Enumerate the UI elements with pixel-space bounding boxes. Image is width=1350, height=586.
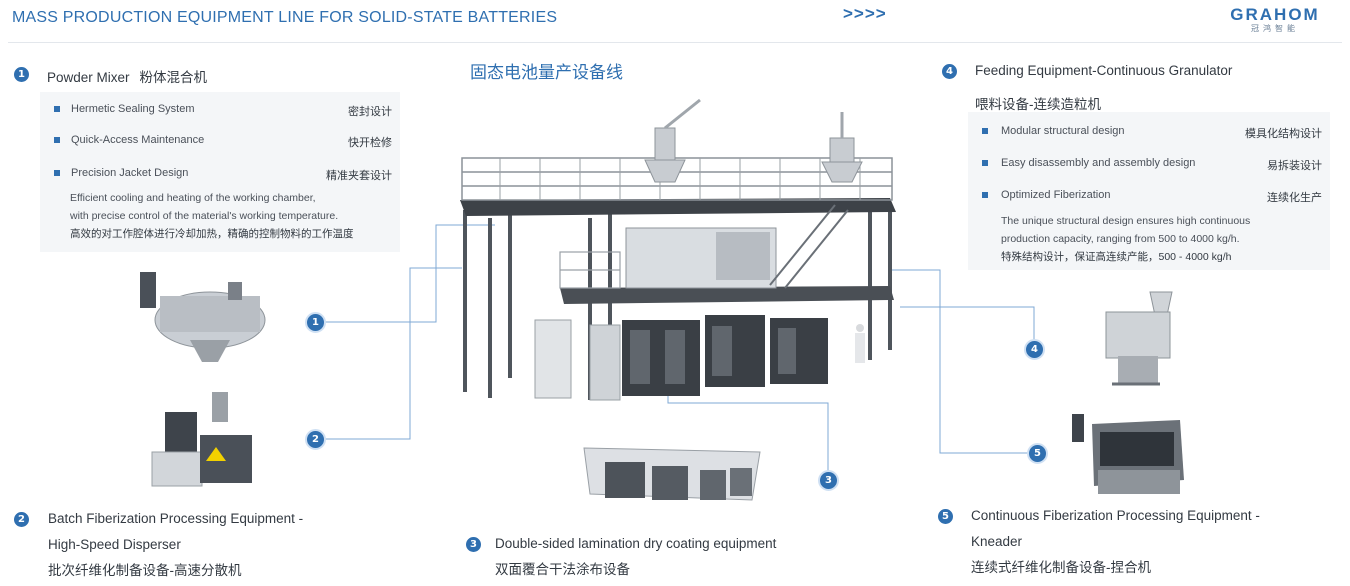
section-3-number: 3 [466,537,481,552]
section-4-feature-2-cn: 易拆装设计 [1267,160,1322,172]
disperser-machine [151,392,252,487]
section-1-feature-3-cn: 精准夹套设计 [326,170,392,182]
section-2-title-cn: 批次纤维化制备设备-高速分散机 [48,563,242,578]
section-1-number: 1 [14,67,29,82]
callout-5-marker: 5 [1027,443,1048,464]
section-5-title-line1: Continuous Fiberization Processing Equip… [971,508,1260,523]
section-4-desc-en-2: production capacity, ranging from 500 to… [1001,233,1240,245]
section-1-feature-2: Quick-Access Maintenance [71,134,205,146]
connector-2 [322,267,462,440]
section-4-panel [968,112,1330,270]
section-5-title: Continuous Fiberization Processing Equip… [971,503,1260,581]
center-title: 固态电池量产设备线 [470,63,623,82]
section-2-title: Batch Fiberization Processing Equipment … [48,506,303,584]
section-5-title-line2: Kneader [971,534,1023,549]
header-divider [8,42,1342,43]
section-4-feature-3-cn: 连续化生产 [1267,192,1322,204]
section-1-desc-en-1: Efficient cooling and heating of the wor… [70,192,316,204]
section-1-desc-en-2: with precise control of the material's w… [70,210,339,222]
section-4-feature-1-cn: 模具化结构设计 [1245,128,1322,140]
bullet-icon [54,170,60,176]
bullet-icon [982,128,988,134]
section-3-title-en: Double-sided lamination dry coating equi… [495,536,777,551]
granulator-machine [1105,291,1173,386]
section-1-title-en: Powder Mixer [47,70,130,85]
section-2-title-line2: High-Speed Disperser [48,537,181,552]
powder-mixer-machine [140,272,266,362]
logo-text: GRAHOM [1230,5,1320,24]
section-1-title-cn: 粉体混合机 [139,70,208,85]
arrows-decoration: >>>> [843,4,887,23]
section-4-description: The unique structural design ensures hig… [1001,212,1250,266]
connector-4 [900,306,1035,349]
section-4-desc-en-1: The unique structural design ensures hig… [1001,215,1251,227]
bullet-icon [982,160,988,166]
section-1-feature-3: Precision Jacket Design [71,167,189,179]
bullet-icon [54,137,60,143]
section-2-title-line1: Batch Fiberization Processing Equipment … [48,511,304,526]
logo-subtext: 冠鸿智能 [1251,24,1299,33]
section-1-feature-1-cn: 密封设计 [348,106,392,118]
brand-logo: GRAHOM 冠鸿智能 [1220,6,1330,34]
connector-1 [322,224,495,323]
section-1-feature-2-cn: 快开检修 [348,137,392,149]
callout-3-marker: 3 [818,470,839,491]
section-4-title-en: Feeding Equipment-Continuous Granulator [975,63,1233,78]
section-1-panel [40,92,400,252]
section-4-title-cn: 喂料设备-连续造粒机 [975,97,1101,112]
section-4-desc-cn: 特殊结构设计，保证高连续产能，500 - 4000 kg/h [1001,251,1232,263]
callout-1-marker: 1 [305,312,326,333]
production-line-structure [460,98,896,401]
section-4-feature-3: Optimized Fiberization [1001,189,1111,201]
section-1-description: Efficient cooling and heating of the wor… [70,189,354,243]
connector-5 [890,269,1038,454]
section-4-feature-2: Easy disassembly and assembly design [1001,157,1196,169]
kneader-machine [1072,414,1184,494]
section-4-feature-1: Modular structural design [1001,125,1125,137]
section-1-desc-cn: 高效的对工作腔体进行冷却加热，精确的控制物料的工作温度 [70,228,354,240]
callout-4-marker: 4 [1024,339,1045,360]
section-4-number: 4 [942,64,957,79]
section-1-title: Powder Mixer 粉体混合机 [47,66,207,86]
section-5-title-cn: 连续式纤维化制备设备-捏合机 [971,560,1151,575]
bullet-icon [982,192,988,198]
section-5-number: 5 [938,509,953,524]
bullet-icon [54,106,60,112]
page-title: MASS PRODUCTION EQUIPMENT LINE FOR SOLID… [12,9,558,26]
section-3-title-cn: 双面覆合干法涂布设备 [495,562,630,577]
coating-machine [583,447,761,501]
callout-2-marker: 2 [305,429,326,450]
section-1-feature-1: Hermetic Sealing System [71,103,195,115]
section-3-title: Double-sided lamination dry coating equi… [495,531,776,583]
section-2-number: 2 [14,512,29,527]
